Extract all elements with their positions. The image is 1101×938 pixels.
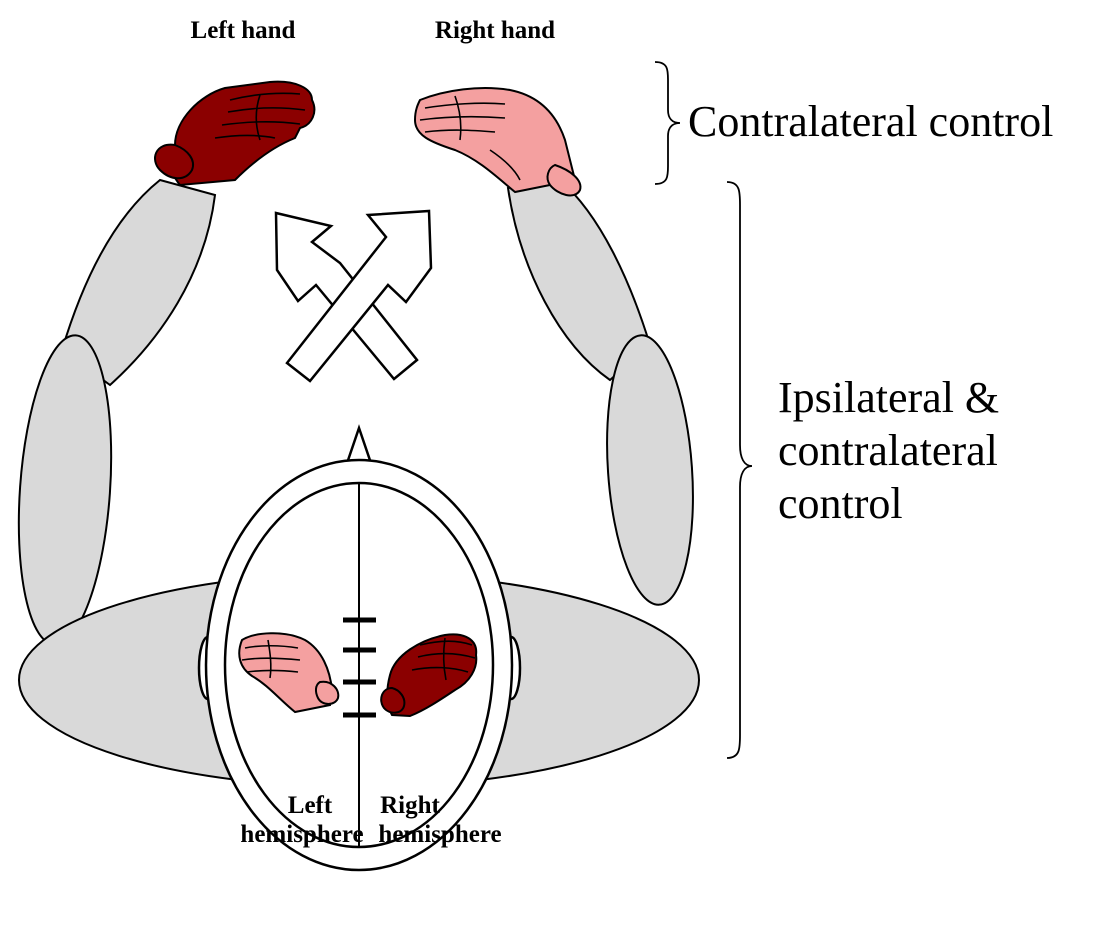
contralateral-brace [655, 62, 680, 184]
left-hand-fist [155, 82, 314, 185]
right-hemisphere-label-line1: Right [380, 792, 440, 819]
left-hemisphere-label-line2: hemisphere [240, 821, 363, 848]
ipsilateral-label-line2: contralateral [778, 426, 998, 475]
left-upper-arm [9, 332, 120, 648]
left-hemisphere-label-line1: Left [288, 792, 333, 819]
right-upper-arm [599, 332, 702, 607]
right-hand-label: Right hand [435, 17, 555, 44]
left-hand-label: Left hand [191, 17, 296, 44]
ipsilateral-brace [727, 182, 752, 758]
right-hand-palm [415, 88, 580, 195]
ipsilateral-label-line1: Ipsilateral & [778, 373, 999, 422]
ipsilateral-label-line3: control [778, 479, 903, 528]
contralateral-control-label: Contralateral control [688, 97, 1053, 146]
crossing-arrows [276, 211, 431, 381]
right-hemisphere-label-line2: hemisphere [378, 821, 501, 848]
